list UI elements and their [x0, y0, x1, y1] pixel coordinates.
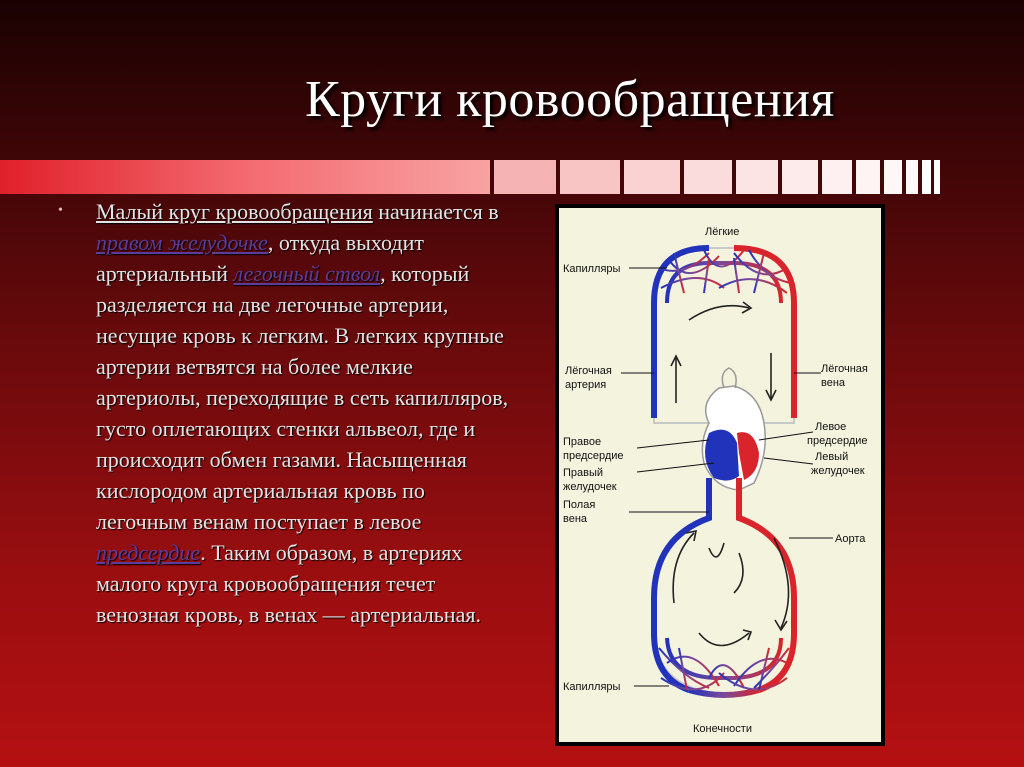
label-pulmonary-vein-2: вена — [821, 377, 846, 389]
label-vena-cava-2: вена — [563, 513, 588, 525]
decorative-band — [0, 160, 1024, 194]
label-vena-cava-1: Полая — [563, 499, 595, 511]
intro-text: Малый круг кровообращения — [96, 199, 373, 224]
text-part-2: , откуда выходит артериальный — [96, 230, 424, 286]
label-aorta: Аорта — [835, 533, 866, 545]
text-part-1: начинается в — [372, 199, 499, 224]
label-limbs: Конечности — [693, 723, 752, 735]
heart-illustration — [701, 367, 766, 491]
label-leader-lines — [621, 267, 833, 687]
text-part-3: , который разделяется на две легочные ар… — [96, 261, 509, 534]
label-left-ventricle-1: Левый — [815, 451, 848, 463]
label-right-atrium-2: предсердие — [563, 450, 624, 462]
circulation-diagram: Лёгкие Капилляры Лёгочная артерия Лёгочн… — [555, 204, 885, 746]
body-text: Малый круг кровообращения начинается в п… — [96, 196, 516, 630]
label-capillaries-top: Капилляры — [563, 263, 621, 275]
label-pulmonary-vein-1: Лёгочная — [821, 363, 868, 375]
label-pulmonary-artery-1: Лёгочная — [565, 365, 612, 377]
label-right-ventricle-2: желудочек — [563, 481, 617, 493]
bullet-marker: • — [58, 203, 63, 218]
label-right-ventricle-1: Правый — [563, 467, 603, 479]
label-pulmonary-artery-2: артерия — [565, 379, 606, 391]
label-capillaries-bottom: Капилляры — [563, 681, 621, 693]
slide-title: Круги кровообращения — [305, 71, 835, 128]
circulation-diagram-svg: Лёгкие Капилляры Лёгочная артерия Лёгочн… — [563, 226, 868, 735]
label-lungs: Лёгкие — [705, 226, 739, 238]
term-pulmonary-trunk-link[interactable]: легочный ствол — [233, 261, 381, 286]
label-left-atrium-1: Левое — [815, 421, 846, 433]
label-left-ventricle-2: желудочек — [811, 465, 865, 477]
pulmonary-loop — [651, 245, 797, 424]
label-left-atrium-2: предсердие — [807, 435, 868, 447]
term-atrium-link[interactable]: предсердие — [96, 540, 201, 565]
term-right-ventricle-link[interactable]: правом желудочке — [96, 230, 268, 255]
systemic-loop — [651, 478, 797, 698]
text-part-4: . Таким образом, в артериях малого круга… — [96, 540, 481, 627]
label-right-atrium-1: Правое — [563, 436, 601, 448]
